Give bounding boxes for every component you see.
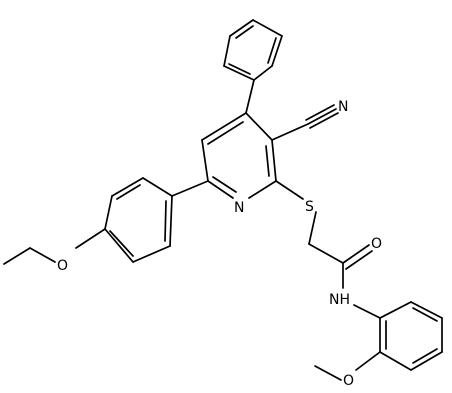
nitrile-group — [271, 104, 339, 141]
pyridine-nitrogen-label: N — [234, 200, 244, 216]
methoxyphenyl-ring — [379, 301, 443, 371]
ring-methoxy-bond — [355, 351, 381, 371]
amide-group — [342, 244, 381, 319]
sulfur-label: S — [305, 199, 314, 215]
phenyl-pyridine-bond — [245, 79, 255, 114]
methoxy-oxygen-label: O — [343, 373, 354, 389]
methoxy-methyl-bond — [314, 365, 342, 381]
nitrile-nitrogen-label: N — [338, 99, 348, 115]
amide-nh-label: NH — [329, 292, 350, 308]
ring-ethoxy-bond — [75, 228, 106, 249]
ethoxyphenyl-ring — [104, 177, 173, 263]
ethoxy-ch2-bond — [29, 247, 56, 263]
top-phenyl-ring — [223, 19, 283, 81]
pyridine-ring — [201, 112, 277, 199]
pyridine-ethoxyphenyl-bond — [171, 180, 209, 197]
ch2-carbonyl-bond — [308, 243, 344, 264]
sulfur-ch2-bond — [308, 211, 317, 245]
carbonyl-oxygen-label: O — [371, 236, 382, 252]
ethoxy-ch3-bond — [3, 247, 31, 265]
ethoxy-oxygen-label: O — [57, 258, 68, 274]
pyridine-sulfur-bond — [275, 180, 304, 200]
